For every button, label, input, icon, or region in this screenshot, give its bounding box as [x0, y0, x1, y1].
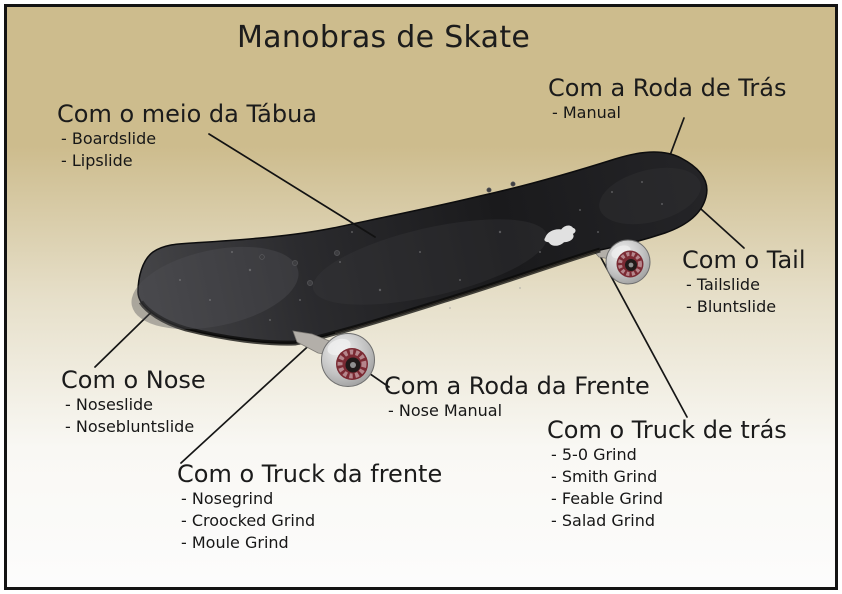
trick-item: - Lipslide	[61, 151, 133, 170]
griptape-speckles	[179, 181, 663, 321]
trick-item: - Noseslide	[65, 395, 154, 414]
label-tail: Com o Tail - Tailslide - Bluntslide	[682, 246, 806, 318]
trick-item: - Smith Grind	[551, 467, 658, 486]
trick-item: - Nose Manual	[388, 401, 503, 420]
trick-item: - Boardslide	[61, 129, 157, 148]
label-heading: Com a Roda da Frente	[384, 372, 650, 400]
trick-item: - Croocked Grind	[181, 511, 316, 530]
trick-item: - 5-0 Grind	[551, 445, 637, 464]
label-heading: Com a Roda de Trás	[548, 74, 787, 102]
label-heading: Com o Truck de trás	[547, 416, 787, 444]
deck-logo	[544, 225, 576, 246]
deck-sheen	[131, 167, 701, 330]
connector-truck-da-frente	[180, 338, 317, 464]
label-heading: Com o Truck da frente	[177, 460, 443, 488]
connector-truck-de-tras	[598, 253, 688, 418]
trick-item: - Salad Grind	[551, 511, 656, 530]
label-heading: Com o Tail	[682, 246, 806, 274]
connector-meio-da-tabua	[208, 133, 376, 238]
label-truck-da-frente: Com o Truck da frente - Nosegrind - Croo…	[177, 460, 442, 554]
trick-item: - Nosebluntslide	[65, 417, 195, 436]
page-title: Manobras de Skate	[237, 20, 531, 55]
label-nose: Com o Nose - Noseslide - Nosebluntslide	[61, 366, 206, 438]
label-roda-de-tras: Com a Roda de Trás - Manual	[548, 74, 786, 124]
deck-edge-highlight	[334, 249, 601, 334]
label-roda-da-frente: Com a Roda da Frente - Nose Manual	[384, 372, 650, 422]
front-wheel	[321, 333, 375, 387]
trick-item: - Bluntslide	[686, 297, 777, 316]
trick-item: - Tailslide	[686, 275, 760, 294]
trick-item: - Feable Grind	[551, 489, 664, 508]
label-heading: Com o meio da Tábua	[57, 100, 318, 128]
label-truck-de-tras: Com o Truck de trás - 5-0 Grind - Smith …	[547, 416, 787, 532]
truck-bolts	[259, 181, 516, 286]
rear-wheel	[605, 239, 651, 285]
label-heading: Com o Nose	[61, 366, 206, 394]
trick-item: - Nosegrind	[181, 489, 274, 508]
trick-item: - Moule Grind	[181, 533, 289, 552]
trick-item: - Manual	[552, 103, 621, 122]
label-meio-da-tabua: Com o meio da Tábua - Boardslide - Lipsl…	[57, 100, 317, 172]
